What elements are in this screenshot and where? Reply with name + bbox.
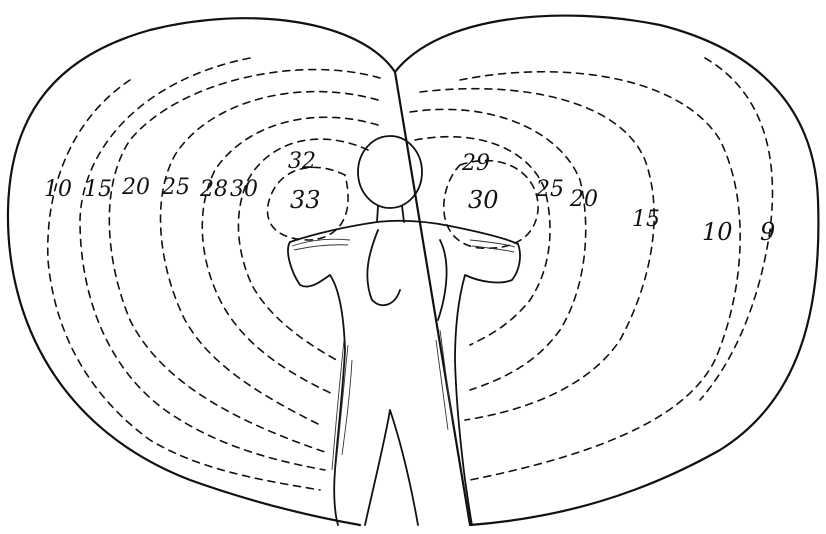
label-left-10: 10 xyxy=(44,177,72,202)
outer-boundary xyxy=(8,16,819,525)
label-right-9: 9 xyxy=(760,218,775,246)
label-right-29: 29 xyxy=(461,151,490,176)
label-right-25: 25 xyxy=(535,177,564,202)
contour-right-20 xyxy=(410,109,586,390)
label-left-32: 32 xyxy=(288,149,316,174)
label-right-15: 15 xyxy=(632,207,660,232)
label-left-15: 15 xyxy=(84,177,112,202)
label-left-28: 28 xyxy=(199,177,228,202)
label-left-25: 25 xyxy=(161,175,190,200)
contour-right-10 xyxy=(460,72,740,480)
shoulder-blade-right xyxy=(438,240,447,320)
contour-left-20 xyxy=(109,70,380,452)
label-left-30: 30 xyxy=(230,177,258,202)
label-right-10: 10 xyxy=(702,218,733,246)
torso-outline xyxy=(288,221,520,525)
arm-shading-left xyxy=(292,239,350,250)
label-right-30: 30 xyxy=(468,186,499,214)
label-left-20: 20 xyxy=(121,175,150,200)
label-left-33: 33 xyxy=(290,186,321,214)
label-right-20: 20 xyxy=(569,187,598,212)
contour-left-10 xyxy=(48,80,320,490)
shoulder-blade-left xyxy=(367,230,400,305)
torso-shading-right xyxy=(436,330,452,430)
